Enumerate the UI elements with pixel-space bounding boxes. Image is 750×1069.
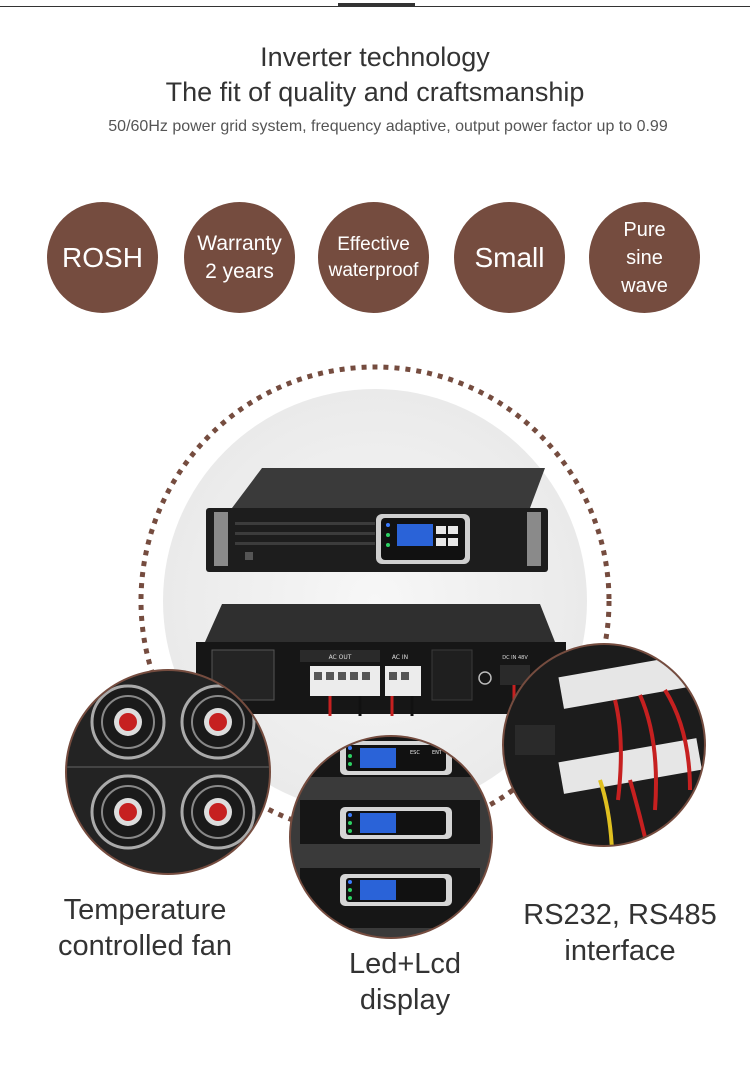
page-title-line1: Inverter technology (260, 42, 490, 72)
fan-inset (65, 669, 271, 875)
inverter-front-view (206, 468, 548, 572)
ac-out-label: AC OUT (329, 654, 352, 661)
badge-waterproof-label: Effective waterproof (328, 233, 419, 281)
badge-small: Small (454, 202, 565, 313)
ent-label: ENT (432, 750, 443, 756)
ac-in-label: AC IN (392, 654, 408, 661)
top-accent-bar (338, 3, 415, 7)
badge-rosh: ROSH (47, 202, 158, 313)
terminal-inset (502, 643, 706, 847)
badge-warranty-label: Warranty 2 years (197, 231, 282, 283)
badge-pure-sine-wave-label: Pure sine wave (621, 218, 668, 297)
badge-warranty: Warranty 2 years (184, 202, 295, 313)
fan-icon (90, 684, 256, 850)
feature-fan-label: Temperature controlled fan (57, 894, 233, 962)
feature-display-label: Led+Lcd display (348, 948, 462, 1016)
product-illustration: AC OUT AC IN DC IN 48V (65, 364, 706, 939)
feature-interface-label: RS232, RS485 interface (523, 899, 717, 967)
page-subtitle: 50/60Hz power grid system, frequency ada… (108, 118, 668, 135)
dc-in-label: DC IN 48V (502, 655, 528, 661)
esc-label: ESC (410, 750, 420, 756)
badge-waterproof: Effective waterproof (318, 202, 429, 313)
page-title-line2: The fit of quality and craftsmanship (165, 77, 585, 107)
lcd-inset: ESC ENT (289, 735, 493, 939)
badge-small-label: Small (474, 241, 545, 273)
inverter-rear-view: AC OUT AC IN DC IN 48V (196, 604, 566, 716)
badge-rosh-label: ROSH (62, 241, 143, 273)
badge-pure-sine-wave: Pure sine wave (589, 202, 700, 313)
